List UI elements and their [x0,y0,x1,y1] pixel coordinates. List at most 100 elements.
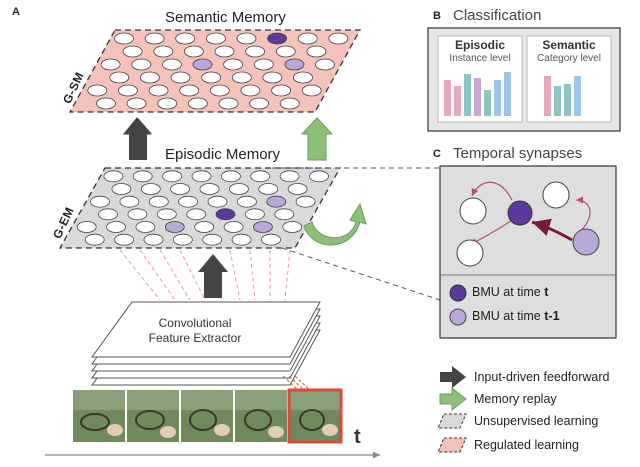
memory-node [111,183,132,195]
episodic-memory-nodes [76,170,329,246]
classification-bar [504,72,511,116]
memory-node [236,32,257,45]
classification-bar [494,80,501,116]
memory-node [250,170,271,183]
memory-node [148,84,169,97]
memory-node [261,233,281,246]
video-frame-3 [181,390,233,442]
memory-node [209,84,230,97]
memory-node [267,32,288,45]
memory-node [172,233,193,246]
episodic-memory-title: Episodic Memory [165,146,281,163]
memory-node [202,233,223,246]
memory-node [245,45,266,58]
memory-node [249,97,270,110]
memory-node [236,195,257,208]
cnn-label-line1: Convolutional [158,316,232,330]
memory-node [170,71,191,84]
memory-node [139,71,160,84]
memory-node [279,97,300,110]
memory-node [215,208,236,221]
bmu-t1-label: BMU at time t-1 [472,309,560,323]
memory-node [220,170,241,183]
classification-bar [444,80,451,116]
memory-node [132,170,153,183]
memory-node [284,58,305,71]
memory-node [119,195,140,208]
memory-node [205,32,226,45]
synapse-node-bmu-t1 [572,228,600,256]
memory-node [287,183,308,195]
semantic-sub: Category level [537,53,601,64]
cnn-label: Convolutional Feature Extractor [110,316,280,346]
panel-b-letter: B [433,10,441,22]
memory-node [262,71,283,84]
legend-unsupervised-label: Unsupervised learning [474,414,599,428]
memory-node [87,84,108,97]
memory-node [199,183,220,195]
memory-node [114,32,134,45]
memory-node [76,221,97,233]
memory-node [179,84,200,97]
classification-bar [574,76,581,116]
classification-bar [454,86,461,116]
classification-bar [564,84,571,116]
cnn-stack [91,301,321,386]
classification-bar [544,76,551,116]
feedforward-arrow-lower [198,254,228,298]
legend-replay-label: Memory replay [474,392,557,406]
memory-node [309,170,329,183]
synapse-node [542,181,570,209]
classification-bar [464,74,471,116]
semantic-memory-nodes [87,32,349,110]
memory-node [135,221,156,233]
video-frame-1 [73,390,125,442]
classification-bar [474,78,481,116]
memory-node [252,221,273,233]
memory-node [207,195,228,208]
memory-node [144,32,165,45]
memory-node [100,58,121,71]
memory-node [295,195,316,208]
memory-node [84,233,105,246]
synapse-node [459,197,487,225]
bmu-t1-text: BMU at time [472,309,545,323]
memory-node [315,58,335,71]
memory-node [127,208,148,221]
memory-node [175,32,196,45]
classification-bar [554,86,561,116]
episodic-classification-bars [444,72,511,116]
memory-node [192,58,213,71]
memory-node [228,183,249,195]
memory-node [274,208,295,221]
video-frame-2 [127,390,179,442]
bmu-t-bold: t [544,285,549,299]
bmu-t-swatch [449,284,467,302]
memory-node [293,71,313,84]
semantic-head: Semantic [542,38,596,52]
video-frame-4 [235,390,287,442]
video-frames [73,388,343,444]
legend-regulated-icon [437,437,467,453]
replay-loop-arrow [303,202,367,246]
classification-bar [484,90,491,116]
memory-node [231,233,252,246]
legend-feedforward-label: Input-driven feedforward [474,370,610,384]
memory-node [98,208,118,221]
memory-node [214,45,235,58]
memory-node [106,221,126,233]
memory-node [191,170,212,183]
memory-node [143,233,164,246]
memory-node [103,170,124,183]
memory-node [118,84,138,97]
temporal-synapses-title: Temporal synapses [453,145,583,162]
memory-node [183,45,204,58]
memory-node [96,97,116,110]
memory-node [187,97,208,110]
semantic-classification-bars [544,76,581,116]
memory-node [170,183,191,195]
memory-node [131,58,152,71]
bmu-t1-swatch [449,308,467,326]
panel-c-letter: C [433,148,441,160]
